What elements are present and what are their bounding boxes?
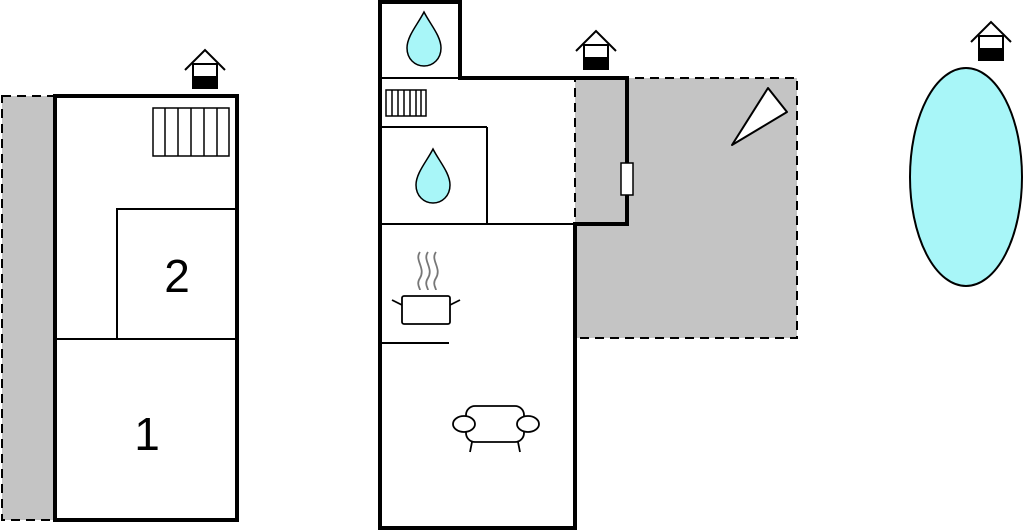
left-building: 2 1 [1, 48, 239, 522]
water-drop-icon [415, 147, 451, 204]
house-entrance-icon [970, 20, 1012, 61]
side-terrace [1, 95, 55, 521]
house-entrance-icon [575, 29, 617, 70]
water-drop-icon [406, 10, 442, 67]
sofa-icon [452, 405, 540, 453]
room-2-walls [116, 208, 237, 339]
pool-icon [909, 67, 1023, 287]
middle-building-outline [378, 0, 629, 530]
cooking-pot-icon [391, 251, 461, 325]
sun-lounger-icon [731, 87, 788, 146]
house-entrance-icon [184, 48, 226, 89]
left-building-outline [53, 94, 239, 522]
room-label-2: 2 [164, 250, 190, 302]
pool-area [909, 20, 1023, 287]
middle-building [378, 0, 798, 530]
radiator-icon [385, 89, 427, 117]
room-label-1: 1 [134, 408, 160, 460]
radiator-icon [152, 107, 230, 157]
door-opening [620, 162, 634, 196]
